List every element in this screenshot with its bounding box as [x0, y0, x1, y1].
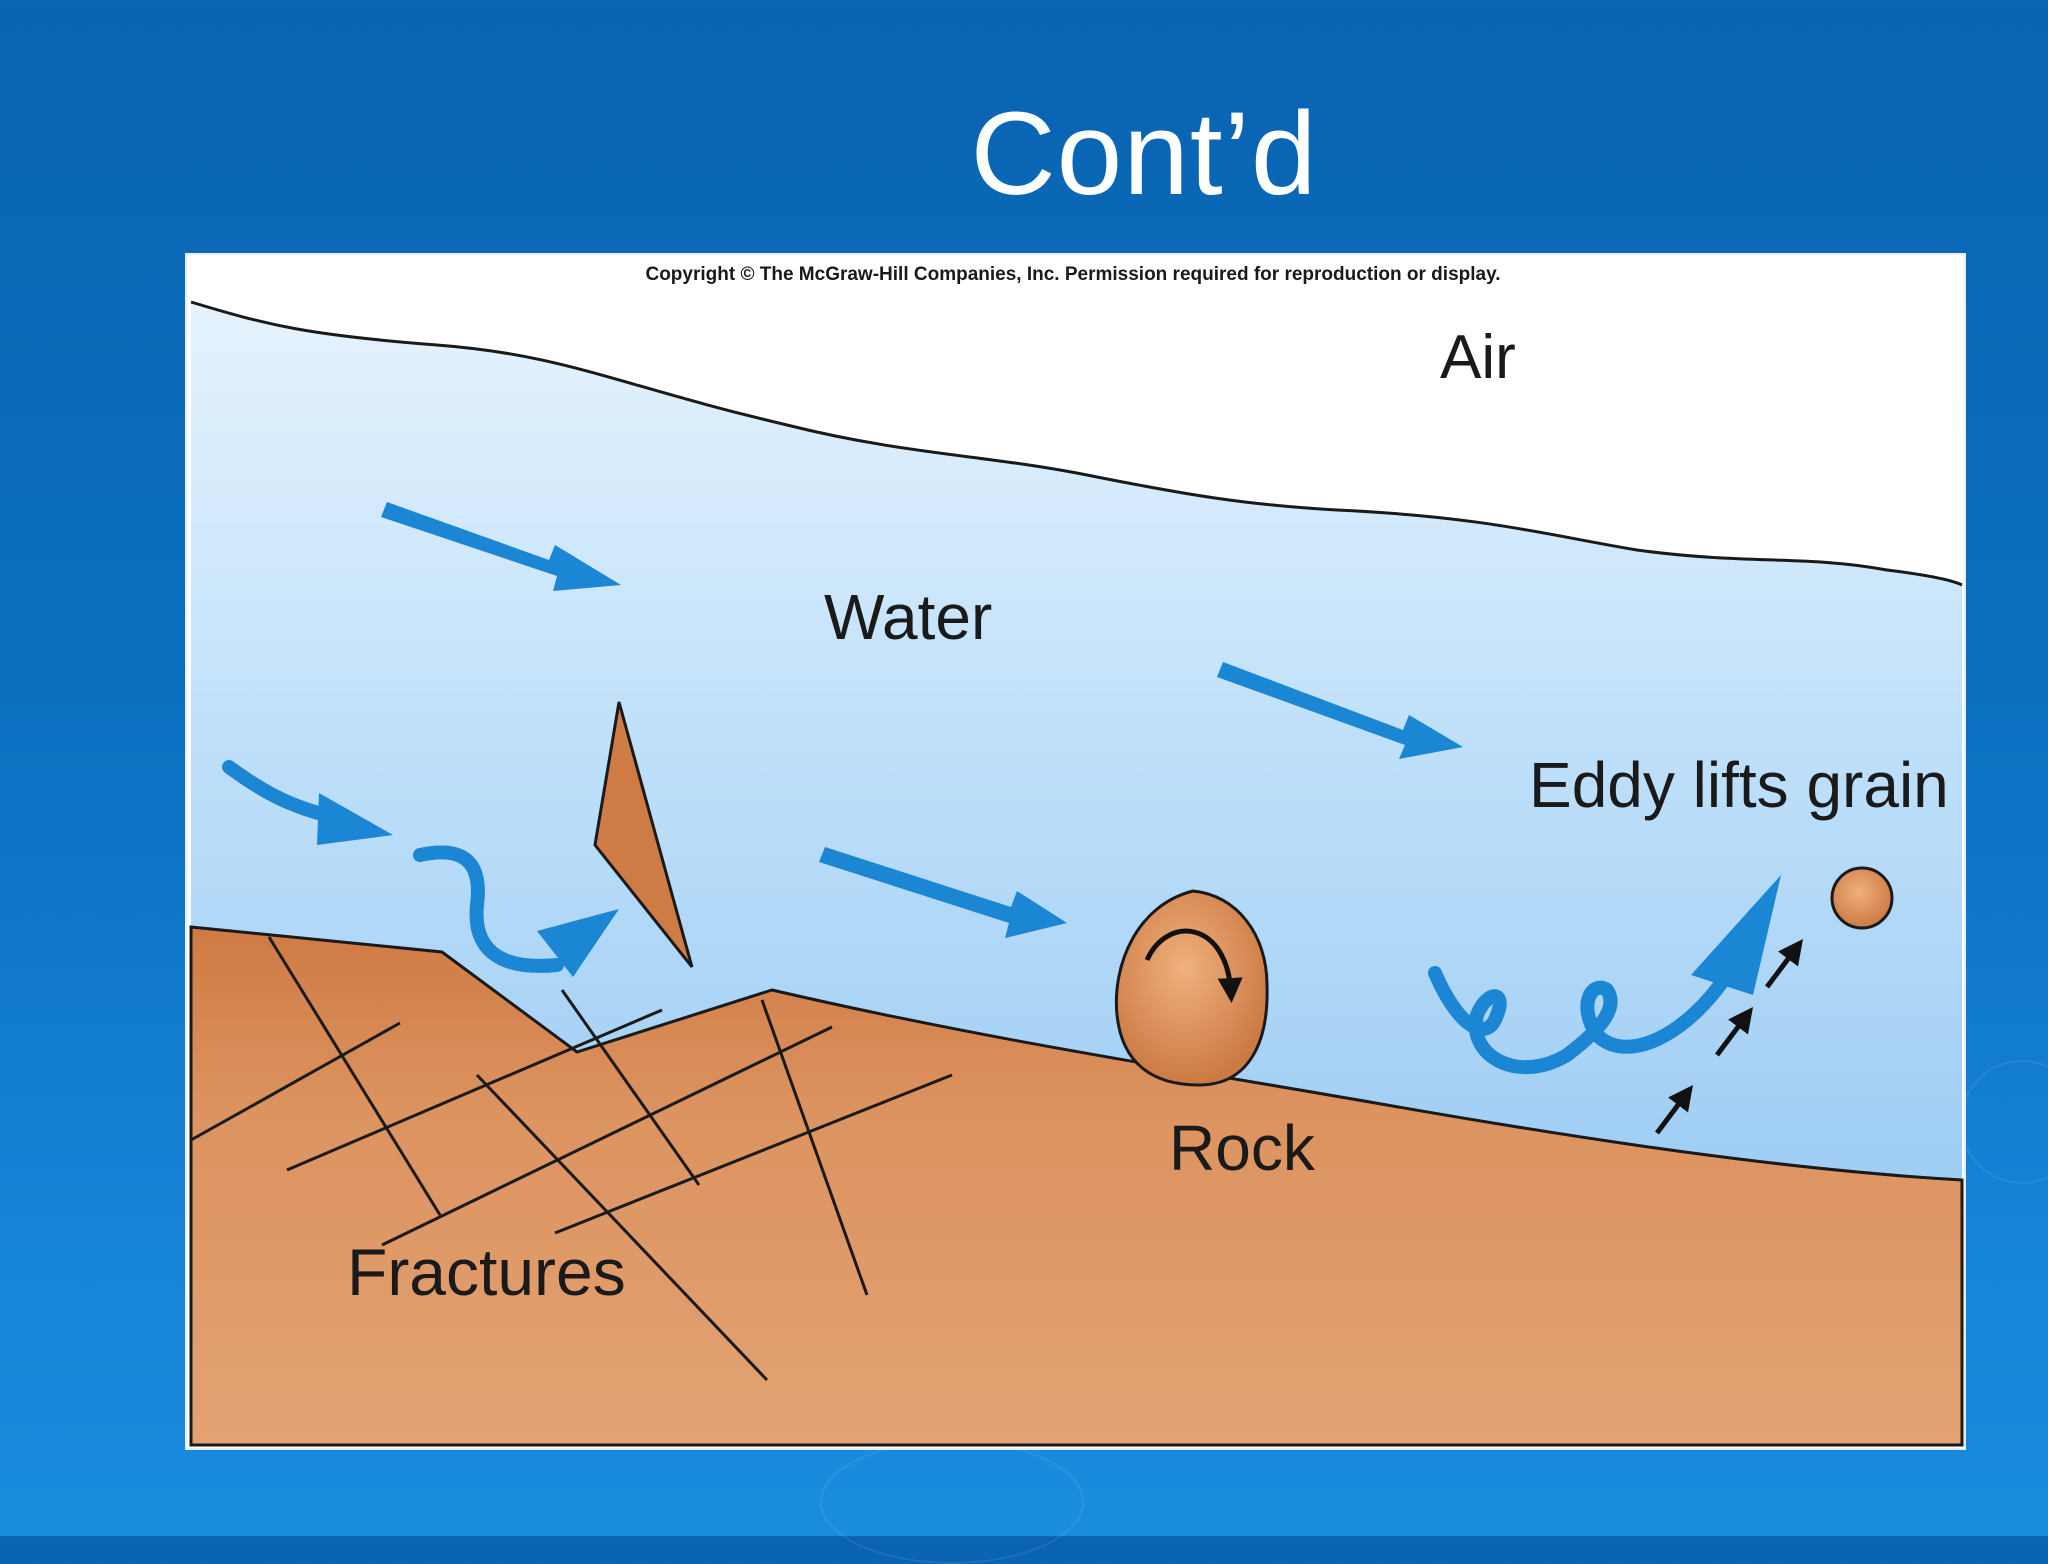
arrow-head-icon — [537, 909, 619, 977]
erosion-diagram: Copyright © The McGraw-Hill Companies, I… — [189, 264, 1964, 1447]
label-eddy: Eddy lifts grain — [1529, 749, 1949, 821]
label-air: Air — [1440, 323, 1516, 392]
flow-arrow-icon — [381, 502, 621, 591]
bedrock — [189, 925, 1964, 1447]
label-rock: Rock — [1169, 1112, 1316, 1184]
rolling-rock — [1114, 889, 1269, 1087]
water-surface-line — [190, 300, 1963, 587]
fracture-lines — [190, 936, 953, 1382]
background-ripple — [820, 1440, 1084, 1564]
flow-arrow-icon — [1217, 662, 1463, 759]
background-ripple — [1960, 1060, 2048, 1184]
arrow-head-icon — [1691, 875, 1781, 995]
lifted-grain — [1830, 866, 1894, 930]
arrow-head-icon — [317, 793, 393, 845]
label-fractures: Fractures — [347, 1235, 626, 1309]
rock-fragment — [593, 701, 694, 968]
rotation-arrow — [1144, 928, 1243, 1003]
curved-arrow-heads — [317, 793, 1781, 995]
label-water: Water — [824, 581, 992, 653]
diagram-figure: Copyright © The McGraw-Hill Companies, I… — [187, 255, 1964, 1448]
flow-arrow-icon — [819, 847, 1067, 938]
water-body — [191, 302, 1962, 1180]
flow-arrows — [381, 502, 1463, 938]
copyright-notice: Copyright © The McGraw-Hill Companies, I… — [645, 264, 1500, 285]
slide-title: Cont’d — [970, 88, 1318, 220]
lift-arrows — [1655, 939, 1803, 1135]
